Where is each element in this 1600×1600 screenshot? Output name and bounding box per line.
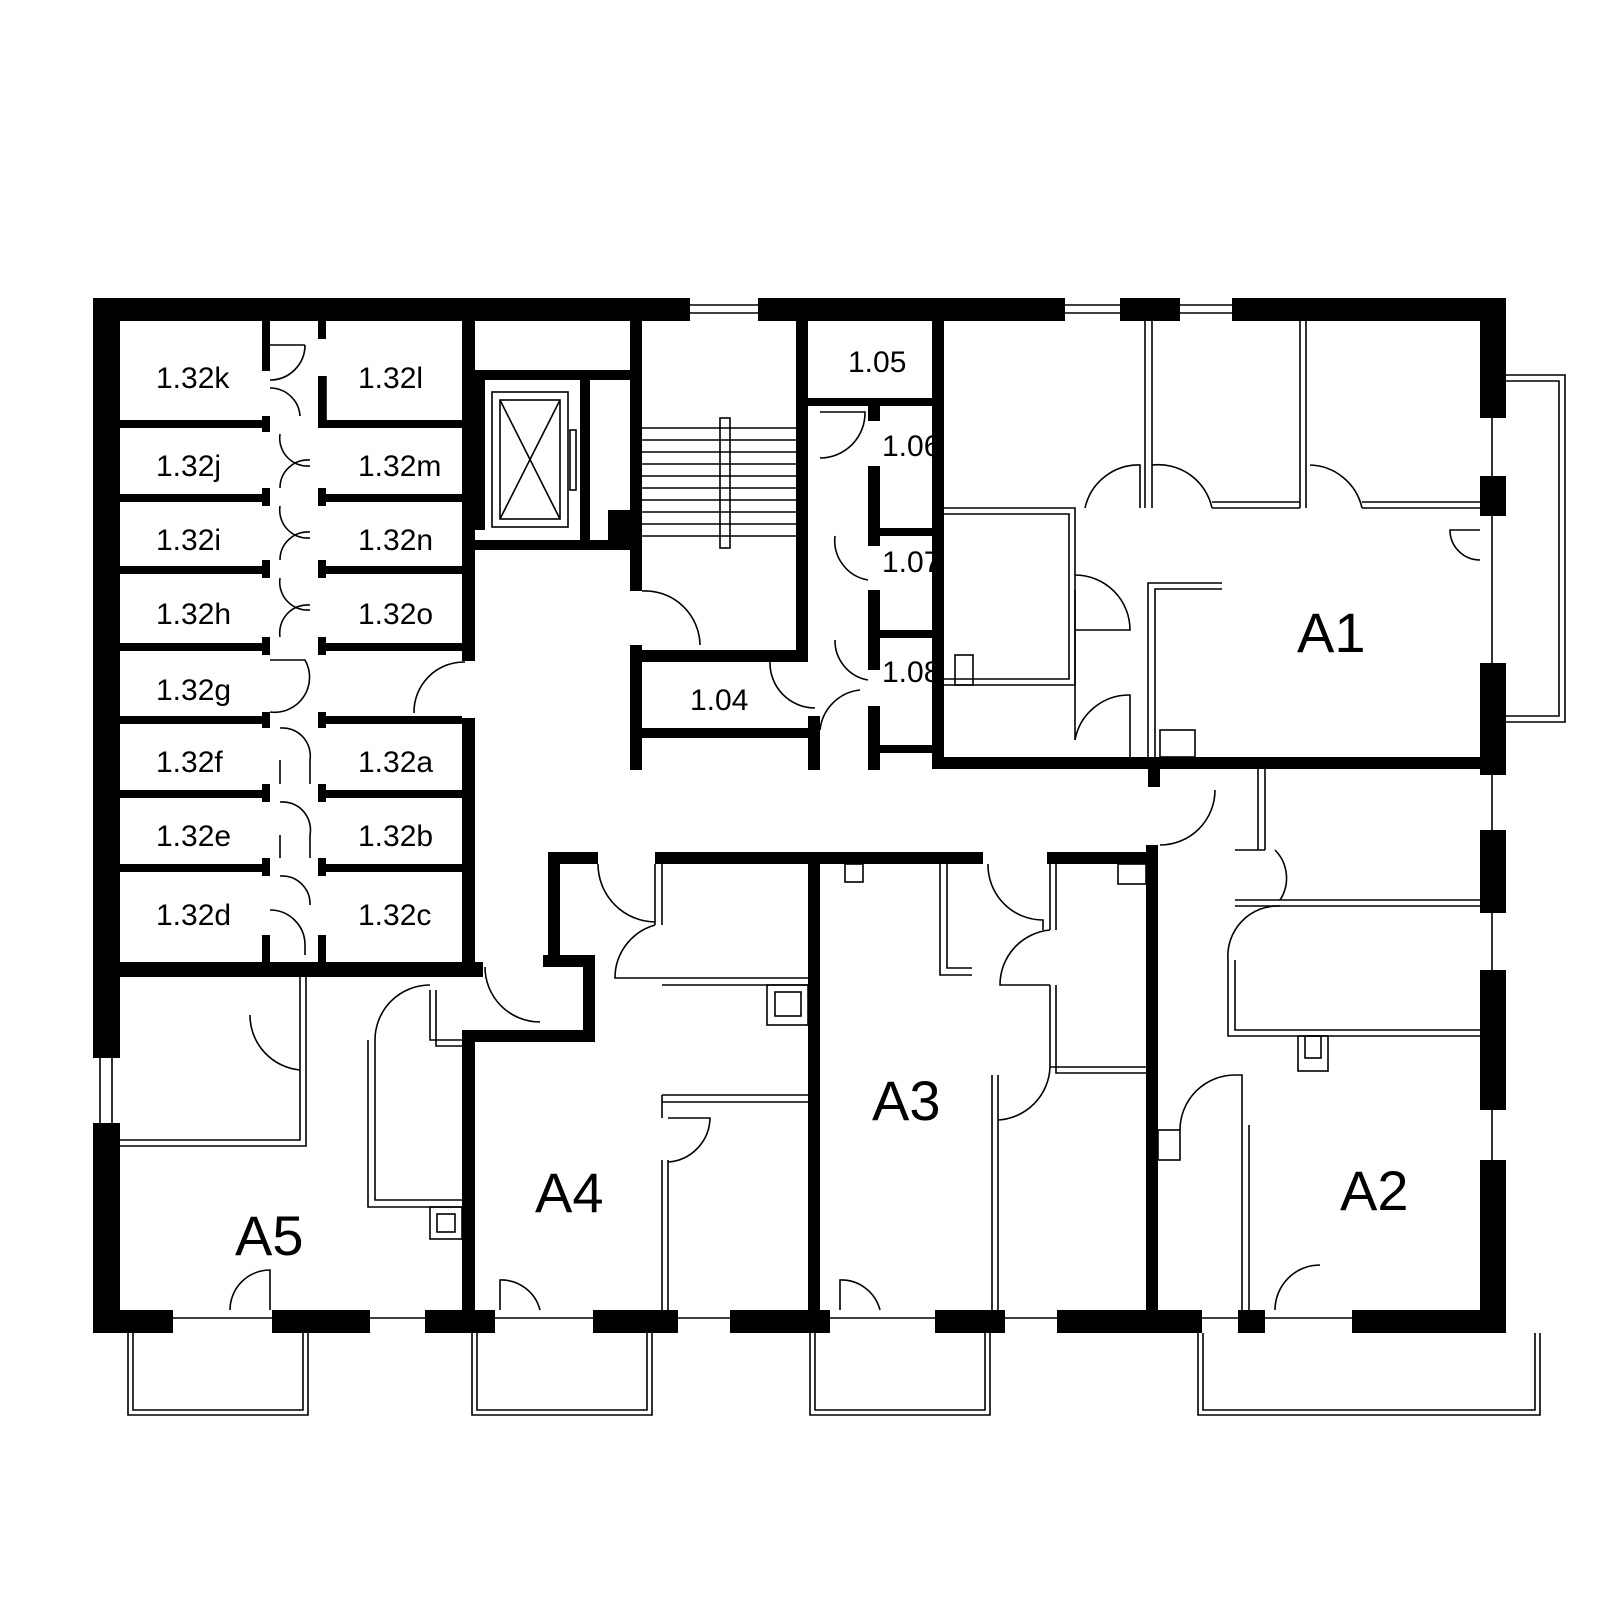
apartment-label-a4: A4: [535, 1161, 604, 1224]
room-label-1-32o: 1.32o: [358, 598, 433, 631]
stairs: [641, 417, 796, 646]
room-label-1-32c: 1.32c: [358, 899, 431, 932]
core-walls: [475, 321, 944, 770]
apartment-a3-walls: [655, 852, 1147, 1311]
storage-walls: [93, 321, 483, 977]
room-label-1-32e: 1.32e: [156, 820, 231, 853]
apartment-labels: A1 A2 A3 A4 A5: [235, 601, 1409, 1267]
apartment-label-a5: A5: [235, 1204, 304, 1267]
room-label-1-32h: 1.32h: [156, 598, 231, 631]
room-label-1-32m: 1.32m: [358, 450, 441, 483]
room-label-1-32b: 1.32b: [358, 820, 433, 853]
service-room-labels: 1.05 1.06 1.07 1.08 1.04: [690, 346, 940, 717]
apartment-a2-walls: [1146, 769, 1480, 1311]
apartment-label-a3: A3: [872, 1069, 941, 1132]
room-label-1-08: 1.08: [882, 656, 940, 689]
apartment-a4-walls: [462, 852, 809, 1311]
room-label-1-32l: 1.32l: [358, 362, 423, 395]
room-label-1-32i: 1.32i: [156, 524, 221, 557]
room-label-1-07: 1.07: [882, 546, 940, 579]
apartment-a1-walls: [932, 321, 1481, 787]
room-label-1-32a: 1.32a: [358, 746, 433, 779]
storage-labels: 1.32k 1.32l 1.32j 1.32m 1.32i 1.32n 1.32…: [156, 362, 441, 932]
elevator: [491, 391, 625, 539]
apartment-a5-walls: [120, 977, 463, 1311]
windows: [99, 304, 1493, 1319]
apartment-label-a1: A1: [1297, 601, 1366, 664]
room-label-1-06: 1.06: [882, 430, 940, 463]
room-label-1-32j: 1.32j: [156, 450, 221, 483]
room-label-1-04: 1.04: [690, 684, 748, 717]
room-label-1-32n: 1.32n: [358, 524, 433, 557]
room-label-1-32d: 1.32d: [156, 899, 231, 932]
core-doors: [413, 411, 869, 736]
room-label-1-32k: 1.32k: [156, 362, 230, 395]
room-label-1-32f: 1.32f: [156, 746, 223, 779]
balconies: [127, 374, 1566, 1416]
exterior-walls: [93, 298, 1506, 1333]
apartment-label-a2: A2: [1340, 1159, 1409, 1222]
room-label-1-32g: 1.32g: [156, 674, 231, 707]
room-label-1-05: 1.05: [848, 346, 906, 379]
storage-doors: [269, 344, 327, 955]
